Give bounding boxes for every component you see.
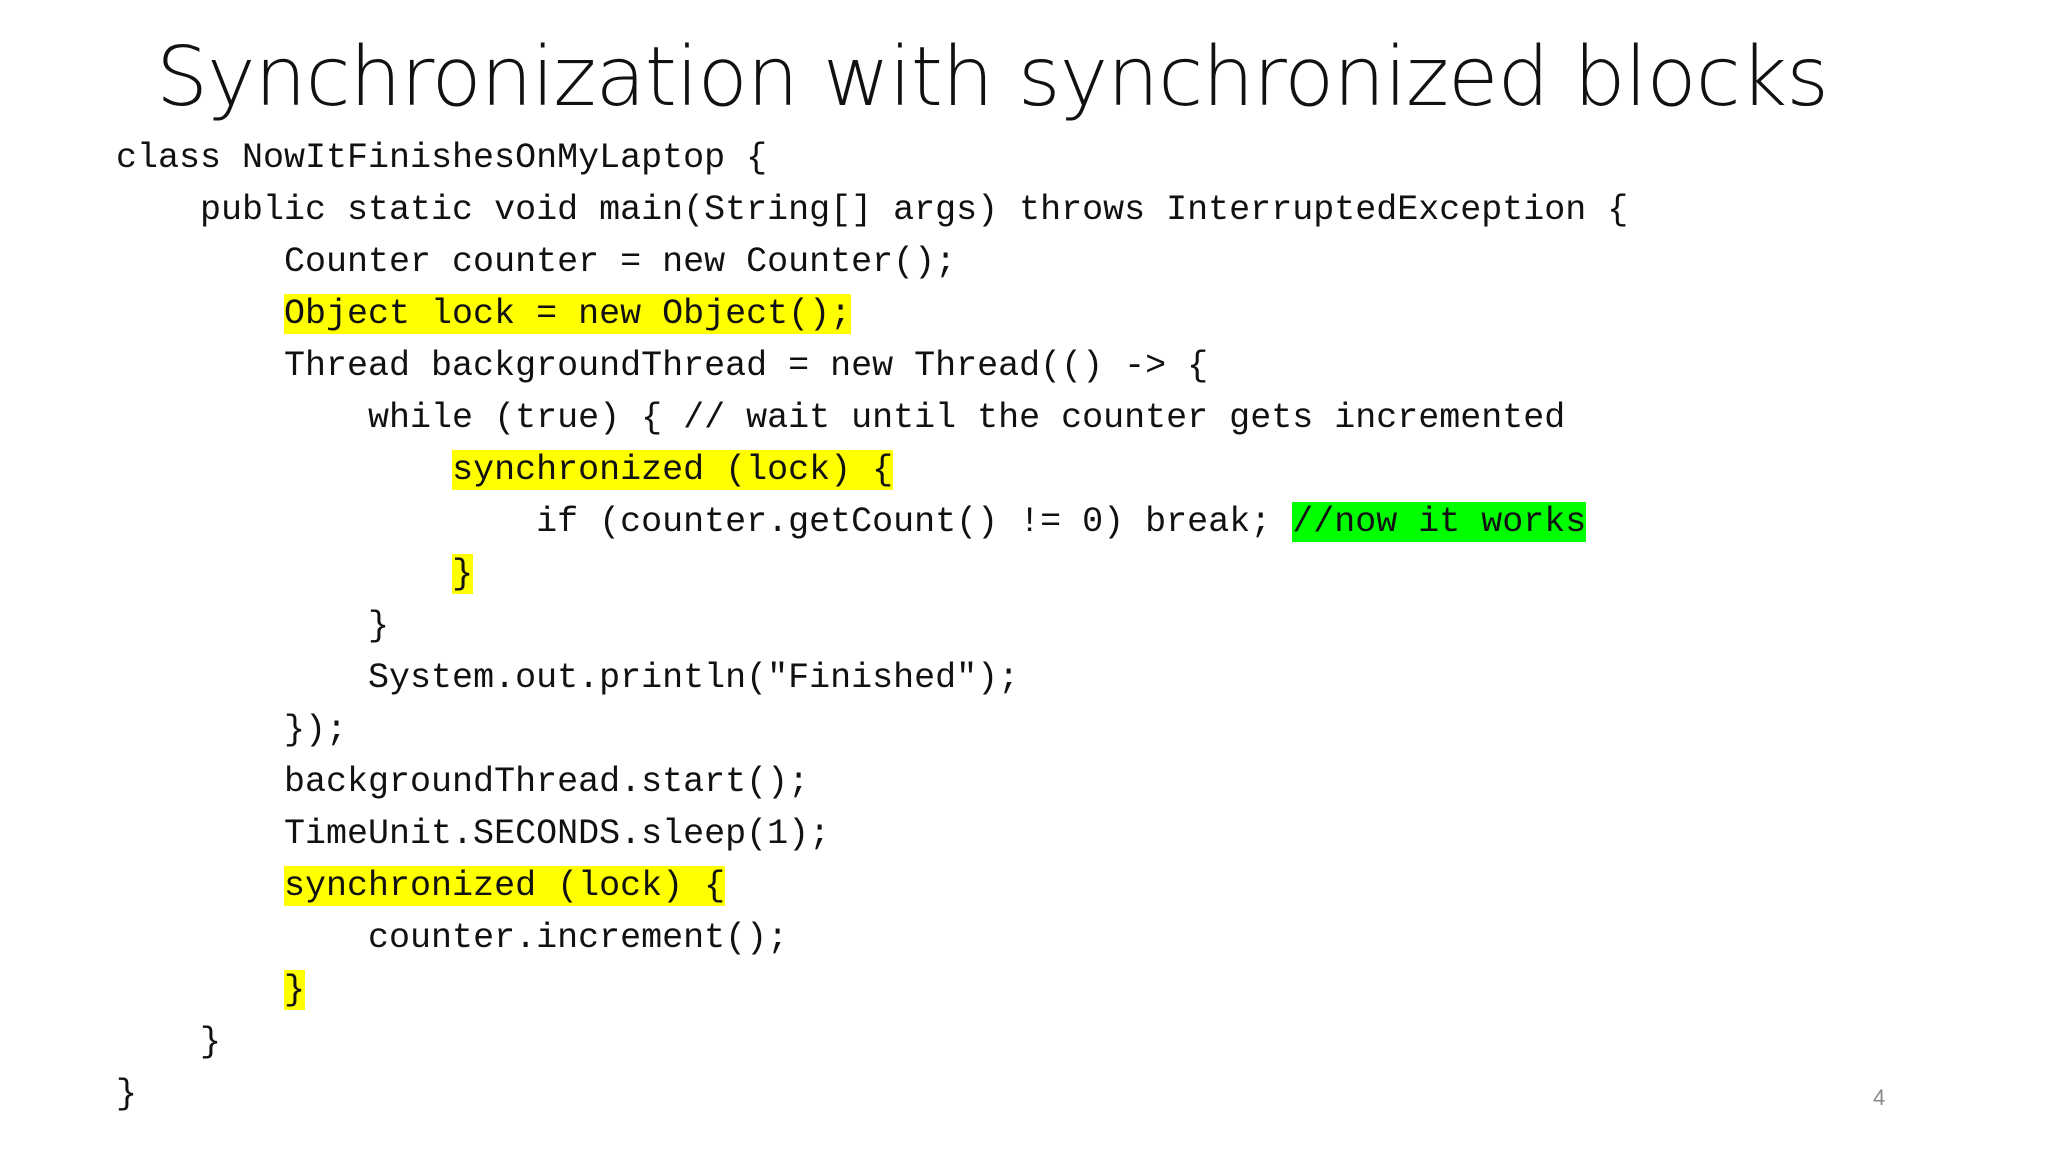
code-line: Object lock = new Object(); [116, 288, 1936, 340]
code-indent [116, 866, 284, 906]
code-line: System.out.println("Finished"); [116, 652, 1936, 704]
code-indent [116, 814, 284, 854]
code-line: } [116, 1068, 1936, 1120]
code-line: Counter counter = new Counter(); [116, 236, 1936, 288]
code-line: } [116, 1016, 1936, 1068]
code-text: while (true) { // wait until the counter… [368, 398, 1566, 438]
code-indent [116, 450, 452, 490]
code-text: }); [284, 710, 348, 750]
code-line: } [116, 964, 1936, 1016]
code-line: public static void main(String[] args) t… [116, 184, 1936, 236]
code-line: Thread backgroundThread = new Thread(() … [116, 340, 1936, 392]
code-line: } [116, 548, 1936, 600]
code-highlight-yellow: } [284, 970, 306, 1010]
code-indent [116, 710, 284, 750]
code-line: TimeUnit.SECONDS.sleep(1); [116, 808, 1936, 860]
code-text: Counter counter = new Counter(); [284, 242, 957, 282]
code-line: } [116, 600, 1936, 652]
code-line: counter.increment(); [116, 912, 1936, 964]
code-line: if (counter.getCount() != 0) break; //no… [116, 496, 1936, 548]
code-highlight-green: //now it works [1292, 502, 1587, 542]
page-number: 4 [1873, 1085, 1886, 1110]
code-highlight-yellow: } [452, 554, 474, 594]
code-indent [116, 970, 284, 1010]
code-text: backgroundThread.start(); [284, 762, 810, 802]
code-indent [116, 346, 284, 386]
code-indent [116, 918, 368, 958]
code-highlight-yellow: Object lock = new Object(); [284, 294, 852, 334]
code-indent [116, 554, 452, 594]
code-indent [116, 762, 284, 802]
code-indent [116, 398, 368, 438]
code-indent [116, 1022, 200, 1062]
code-highlight-yellow: synchronized (lock) { [284, 866, 726, 906]
code-line: backgroundThread.start(); [116, 756, 1936, 808]
code-text: System.out.println("Finished"); [368, 658, 1020, 698]
code-block: class NowItFinishesOnMyLaptop { public s… [116, 132, 1936, 1120]
code-line: synchronized (lock) { [116, 444, 1936, 496]
code-text: counter.increment(); [368, 918, 789, 958]
code-indent [116, 658, 368, 698]
code-text: class NowItFinishesOnMyLaptop { [116, 138, 768, 178]
code-text: public static void main(String[] args) t… [200, 190, 1629, 230]
slide-title: Synchronization with synchronized blocks [156, 30, 1829, 125]
code-indent [116, 502, 536, 542]
code-text: } [116, 1074, 138, 1114]
code-text: } [200, 1022, 222, 1062]
code-indent [116, 242, 284, 282]
code-indent [116, 294, 284, 334]
code-line: }); [116, 704, 1936, 756]
code-text: if (counter.getCount() != 0) break; [536, 502, 1293, 542]
code-text: } [368, 606, 390, 646]
code-line: class NowItFinishesOnMyLaptop { [116, 132, 1936, 184]
code-indent [116, 190, 200, 230]
code-highlight-yellow: synchronized (lock) { [452, 450, 894, 490]
code-text: Thread backgroundThread = new Thread(() … [284, 346, 1209, 386]
code-line: synchronized (lock) { [116, 860, 1936, 912]
code-line: while (true) { // wait until the counter… [116, 392, 1936, 444]
code-indent [116, 606, 368, 646]
code-text: TimeUnit.SECONDS.sleep(1); [284, 814, 831, 854]
